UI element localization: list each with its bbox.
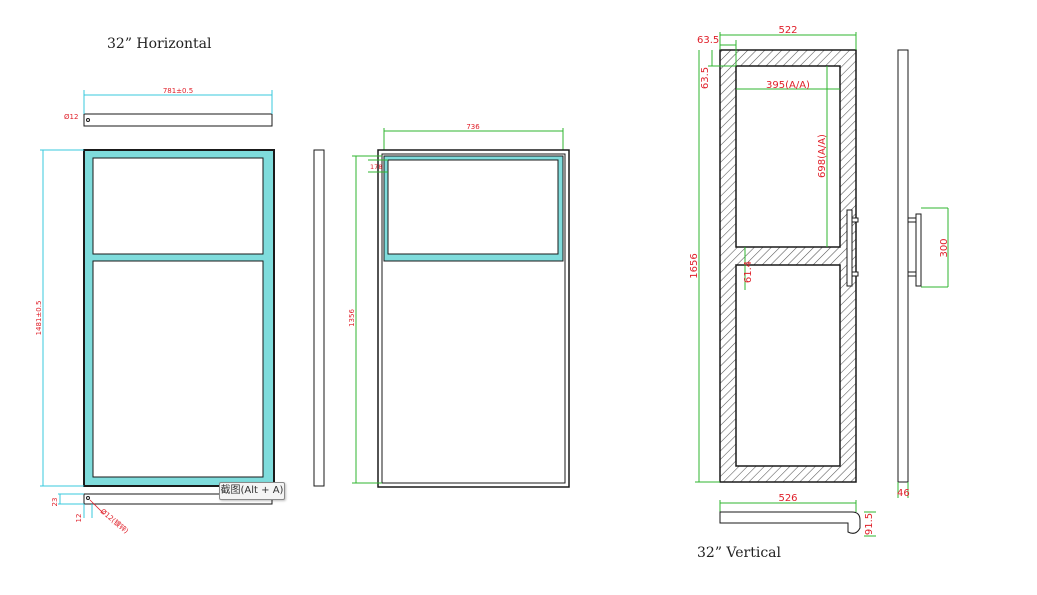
vertical-total-height-label: 1656	[689, 253, 700, 278]
horizontal-lower-glass	[92, 260, 264, 478]
vertical-bottom-depth-label: 91.5	[864, 513, 875, 535]
middle-width-label: 736	[466, 123, 480, 131]
vertical-bottom-width-label: 526	[778, 493, 797, 504]
middle-height-label: 1356	[348, 309, 356, 327]
horizontal-top-dia-label: Ø12	[64, 113, 78, 121]
vertical-hatched-frame	[719, 49, 857, 483]
horizontal-side-profile	[313, 149, 325, 487]
vertical-handle-bar	[846, 209, 853, 287]
vertical-side-handle	[915, 213, 922, 287]
vertical-offset-x-label: 63.5	[697, 35, 719, 46]
middle-inner-frame	[381, 153, 566, 484]
vertical-door-drawing: 522 63.5 63.5 395(A/A) 698(A/A) 1656 61.…	[689, 25, 950, 537]
horizontal-top-width-label: 781±0.5	[163, 87, 193, 95]
vertical-offset-y-label: 63.5	[700, 67, 711, 89]
vertical-inner-width-label: 395(A/A)	[766, 80, 810, 91]
vertical-title: 32” Vertical	[697, 545, 781, 561]
vertical-handle-label: 300	[939, 238, 950, 257]
vertical-bottom-profile	[719, 511, 861, 534]
vertical-mullion-label: 61.4	[743, 261, 754, 283]
vertical-inner-height-label: 698(A/A)	[817, 134, 828, 178]
middle-door-drawing: 736 1356 178	[348, 123, 570, 488]
horizontal-height-label: 1481±0.5	[35, 301, 43, 336]
vertical-top-width-label: 522	[778, 25, 797, 36]
horizontal-top-profile	[83, 113, 273, 127]
horizontal-bottom-23-label: 23	[51, 498, 59, 507]
horizontal-upper-glass	[92, 157, 264, 255]
horizontal-title: 32” Horizontal	[107, 36, 212, 52]
middle-outer-frame	[377, 149, 570, 488]
vertical-side-profile	[897, 49, 909, 483]
vertical-side-depth-label: 46	[897, 488, 910, 499]
horizontal-bottom-hole	[86, 496, 90, 500]
middle-upper-glass	[387, 159, 559, 255]
screenshot-tooltip[interactable]: 截图(Alt + A)	[219, 482, 285, 500]
middle-top-label: 178	[370, 163, 382, 171]
horizontal-bottom-12-label: 12	[75, 514, 83, 523]
horizontal-bottom-dia-label: Ø12(镀锌)	[99, 507, 131, 536]
horizontal-top-hole	[86, 118, 90, 122]
horizontal-door-drawing: 781±0.5 Ø12 1481±0.5 23 12 Ø12(镀锌)	[35, 87, 325, 536]
